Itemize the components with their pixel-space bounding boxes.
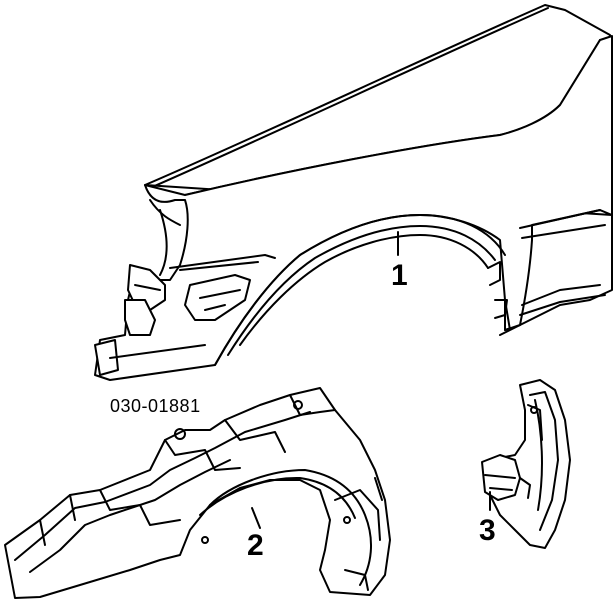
part-code-label: 030-01881 (110, 396, 201, 416)
mud-flap-part-3 (481, 379, 571, 549)
callout-1: 1 (391, 259, 408, 292)
callout-2: 2 (247, 529, 264, 562)
fender-part-1 (94, 4, 613, 381)
callout-3: 3 (479, 514, 496, 547)
leader-line-2 (251, 507, 261, 529)
fender-liner-part-2 (4, 387, 391, 599)
